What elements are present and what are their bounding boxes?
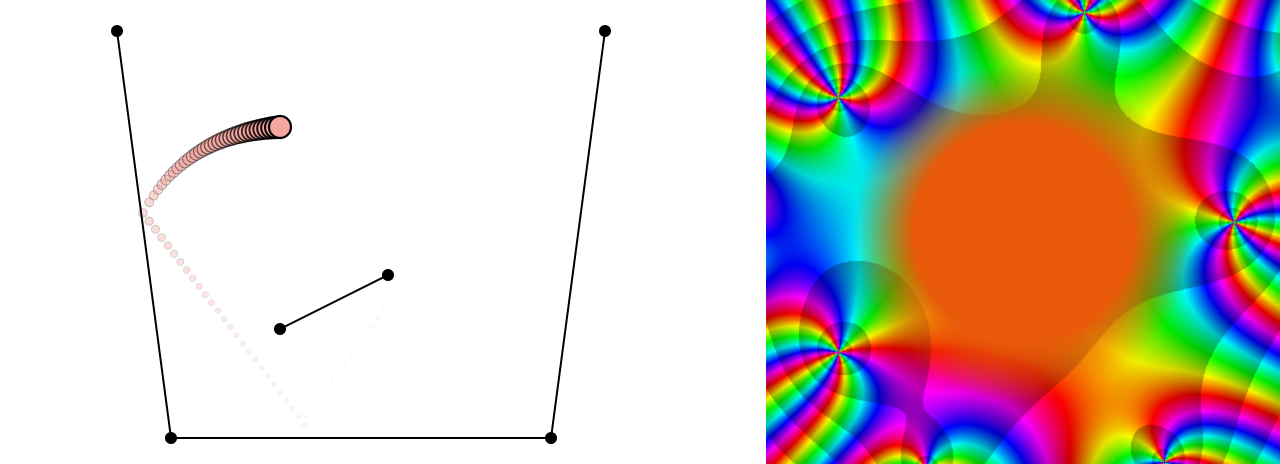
trail-dot — [233, 332, 240, 339]
vertex-bottom-left[interactable] — [165, 432, 177, 444]
trail-ghost-dot — [382, 307, 386, 311]
vertices — [111, 25, 611, 444]
trail-dot — [284, 398, 289, 403]
geometry-diagram — [111, 25, 611, 444]
frame-edge-right — [550, 30, 606, 439]
quadrilateral-frame — [116, 30, 606, 439]
trail-ghost-dot — [337, 369, 341, 373]
trail-dot — [189, 274, 197, 282]
trail-ghost-dot — [298, 423, 302, 427]
trail-ghost-dot — [330, 378, 334, 382]
trail-dot — [151, 224, 160, 234]
geometry-diagram-panel — [111, 25, 611, 444]
trail-dot — [157, 233, 166, 242]
trail-dot — [246, 348, 252, 355]
trail-dot — [302, 422, 308, 428]
moving-point[interactable] — [267, 114, 293, 140]
trail-ghost-dot — [349, 352, 353, 356]
vertex-bottom-right[interactable] — [545, 432, 557, 444]
trail-dot — [144, 197, 155, 208]
trail-dot — [220, 315, 228, 323]
trail-dot — [195, 282, 203, 290]
trail-dot — [258, 365, 264, 371]
trail-dot — [182, 266, 191, 274]
trail-ghost-dot — [369, 325, 373, 329]
trail-dot — [290, 406, 295, 411]
trail-dot — [148, 190, 159, 201]
trail-ghost-dot — [317, 396, 321, 400]
trail-ghost-dot — [304, 414, 308, 418]
frame-edge-left — [116, 30, 172, 439]
trail-dot — [176, 258, 185, 266]
trail-ghost-dot — [356, 343, 360, 347]
segment-endpoint-b[interactable] — [382, 269, 394, 281]
trail-dot — [201, 291, 209, 298]
inner-segment — [279, 274, 389, 330]
trail-ghost-dot — [343, 360, 347, 365]
trail-dot — [227, 324, 234, 331]
trail-dot — [271, 381, 277, 387]
motion-trail — [138, 114, 386, 428]
trail-dot — [277, 390, 283, 395]
trail-ghost-dot — [362, 334, 366, 338]
trail-dot — [156, 179, 168, 190]
vertex-top-right[interactable] — [599, 25, 611, 37]
trail-dot — [144, 216, 154, 226]
trail-ghost-dot — [375, 316, 379, 320]
trail-dot — [214, 307, 221, 314]
trail-dot — [170, 249, 179, 258]
vertex-top-left[interactable] — [111, 25, 123, 37]
segment-endpoint-a[interactable] — [274, 323, 286, 335]
domain-coloring-panel — [766, 0, 1280, 464]
trail-ghost-dot — [311, 405, 315, 409]
trail-dot — [296, 414, 302, 420]
trail-dot — [252, 357, 258, 363]
complex-domain-coloring-plot — [766, 0, 1280, 464]
trail-dot — [152, 184, 164, 195]
trail-dot — [208, 299, 215, 306]
trail-dot — [239, 340, 246, 347]
trail-ghost-dot — [324, 387, 328, 391]
trail-dot — [265, 373, 271, 379]
trail-dot — [163, 241, 173, 250]
